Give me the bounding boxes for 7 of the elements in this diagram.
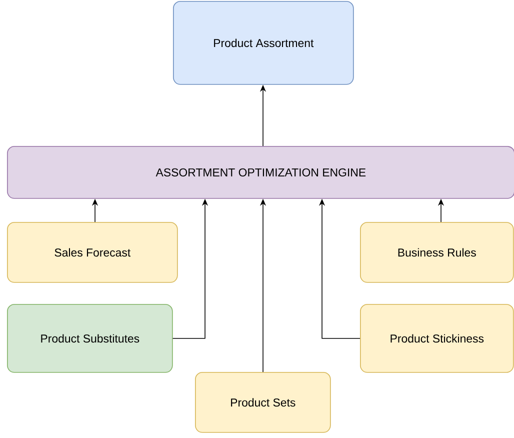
process-box: Product Stickiness (360, 304, 514, 373)
process-box: Product Assortment (173, 1, 354, 85)
process-box: Business Rules (360, 222, 514, 283)
engine-bar: ASSORTMENT OPTIMIZATION ENGINE (7, 146, 514, 199)
process-box: Product Sets (195, 372, 331, 433)
process-box: Product Substitutes (7, 304, 173, 373)
process-box: Sales Forecast (7, 222, 178, 283)
